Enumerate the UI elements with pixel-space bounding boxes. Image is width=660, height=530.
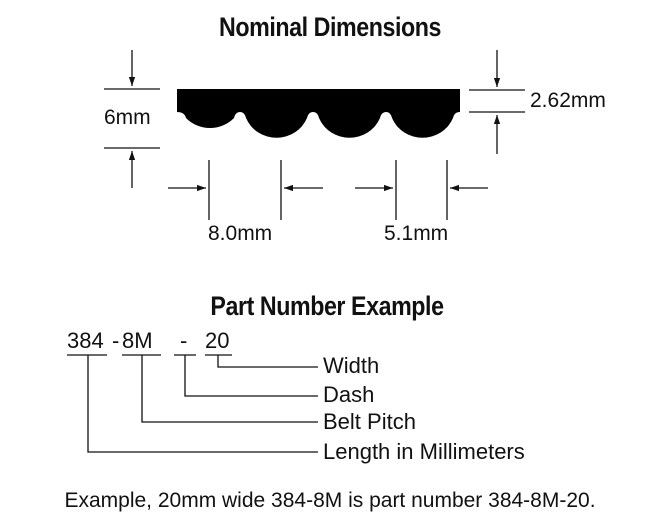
pn-dash-segment: -	[180, 328, 188, 353]
pn-separator: -	[112, 328, 120, 353]
pitch-dimension	[168, 160, 323, 220]
belt-height-label: 6mm	[104, 106, 151, 129]
tooth-width-label: 5.1mm	[384, 222, 449, 245]
label-dash: Dash	[323, 382, 375, 407]
nominal-dimensions-title: Nominal Dimensions	[219, 12, 441, 42]
tooth-width-dimension	[355, 160, 488, 220]
belt-profile-icon	[177, 89, 460, 138]
belt-height-dimension	[104, 50, 160, 188]
label-width: Width	[323, 353, 380, 378]
tooth-height-dimension	[469, 50, 525, 154]
pitch-label: 8.0mm	[208, 222, 273, 245]
pn-pitch-segment: 8M	[122, 328, 153, 353]
pn-length-segment: 384	[67, 328, 104, 353]
part-number-example-title: Part Number Example	[210, 291, 444, 321]
tooth-height-label: 2.62mm	[530, 89, 606, 112]
label-length: Length in Millimeters	[323, 439, 525, 464]
label-belt-pitch: Belt Pitch	[323, 409, 416, 434]
part-number-leaders	[87, 355, 318, 453]
example-footer-text: Example, 20mm wide 384-8M is part number…	[64, 489, 596, 512]
pn-width-segment: 20	[205, 328, 230, 353]
